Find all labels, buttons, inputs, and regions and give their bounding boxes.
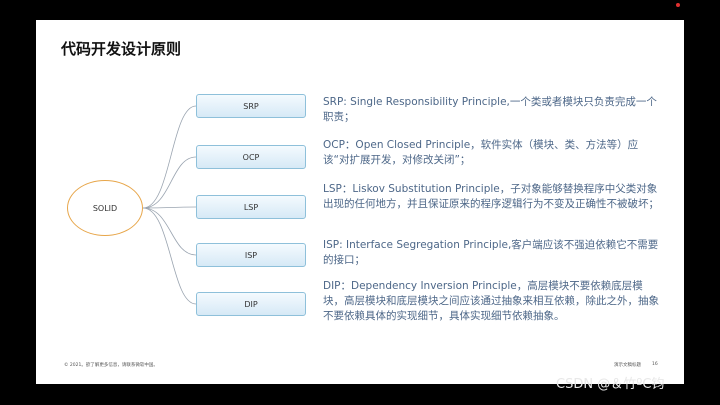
principle-box-srp: SRP	[196, 94, 306, 118]
footer-presentation-title: 演示文稿标题	[614, 363, 641, 368]
principle-box-isp: ISP	[196, 243, 306, 267]
principle-box-ocp: OCP	[196, 145, 306, 169]
connector-ocp	[142, 156, 197, 209]
top-bar	[0, 0, 720, 20]
footer-copyright: © 2021。欲了解更多信息，请联系微软中国。	[64, 363, 158, 368]
connector-srp	[142, 105, 197, 209]
slide: 代码开发设计原则 SOLID SRP OCP LSP ISP DIP SRP: …	[36, 20, 684, 384]
principle-desc-srp: SRP: Single Responsibility Principle,一个类…	[323, 96, 657, 123]
principle-desc-ocp: OCP：Open Closed Principle，软件实体（模块、类、方法等）…	[323, 139, 639, 166]
connector-dip	[142, 207, 197, 305]
principle-desc-dip: DIP：Dependency Inversion Principle，高层模块不…	[323, 280, 659, 322]
solid-node: SOLID	[67, 180, 143, 236]
connector-lines	[142, 105, 197, 305]
principle-box-lsp: LSP	[196, 195, 306, 219]
principle-box-dip: DIP	[196, 292, 306, 316]
recording-dot-icon	[676, 3, 680, 7]
slide-title: 代码开发设计原则	[61, 40, 182, 58]
footer-page-number: 16	[652, 362, 658, 367]
principle-desc-isp: ISP: Interface Segregation Principle,客户端…	[323, 239, 659, 266]
csdn-watermark: CSDN @＆竹ºC钧	[556, 377, 665, 392]
principle-desc-lsp: LSP：Liskov Substitution Principle，子对象能够替…	[323, 183, 659, 210]
connector-isp	[142, 207, 197, 256]
connector-lsp	[142, 206, 197, 209]
